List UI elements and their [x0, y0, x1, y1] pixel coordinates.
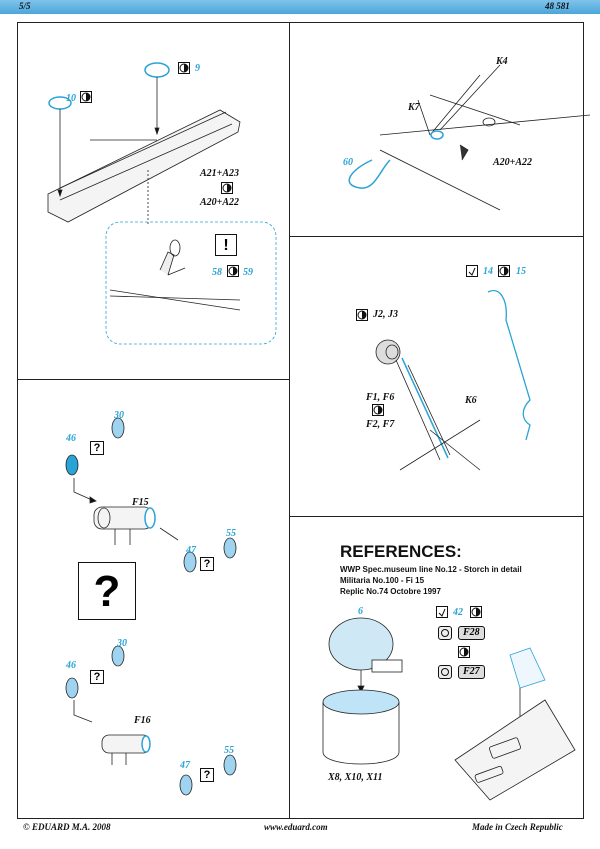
part-label-a20: A20+A22 — [200, 197, 240, 208]
yin-yang-icon — [221, 182, 233, 194]
part-label-f16: F16 — [134, 715, 151, 726]
instruction-frame — [17, 22, 584, 819]
landing-gear-drawing — [375, 290, 531, 471]
part-label-f28: F28 — [458, 626, 485, 640]
page-number: 5/5 — [19, 1, 31, 11]
references-title: REFERENCES: — [340, 542, 462, 561]
part-number-6: 6 — [358, 606, 363, 617]
gear-top-drawing — [348, 64, 591, 211]
part-label-f1-f6: F1, F6 — [366, 392, 395, 403]
optional-parts-icon: ? — [78, 562, 136, 620]
part-label-a20-gear: A20+A22 — [493, 157, 533, 168]
part-number-58: 58 — [212, 267, 222, 278]
part-label-f15: F15 — [132, 497, 149, 508]
part-number-55-f16: 55 — [224, 745, 234, 756]
reference-line: Militaria No.100 - Fi 15 — [340, 576, 425, 585]
part-label-f27: F27 — [458, 665, 485, 679]
resin-part-icon — [438, 665, 452, 679]
reference-line: WWP Spec.museum line No.12 - Storch in d… — [340, 565, 522, 574]
part-number-60: 60 — [343, 157, 353, 168]
part-label-f2-f7: F2, F7 — [366, 419, 395, 430]
yin-yang-icon — [470, 606, 482, 618]
yin-yang-icon — [227, 265, 239, 277]
f16-drawing — [65, 645, 237, 796]
optional-part-icon: ? — [90, 441, 104, 455]
top-color-bar — [0, 0, 600, 14]
yin-yang-icon — [80, 91, 92, 103]
warning-icon: ! — [215, 234, 237, 256]
part-number-30-f16: 30 — [117, 638, 127, 649]
resin-part-icon — [438, 626, 452, 640]
yin-yang-icon — [356, 309, 368, 321]
part-label-a21: A21+A23 — [200, 168, 240, 179]
part-number-15: 15 — [516, 266, 526, 277]
right-divider-1 — [289, 236, 584, 237]
part-number-47-f16: 47 — [180, 760, 190, 771]
bend-icon — [466, 265, 478, 277]
part-label-x8: X8, X10, X11 — [328, 772, 383, 783]
yin-yang-icon — [372, 404, 384, 416]
right-divider-2 — [289, 516, 584, 517]
yin-yang-icon — [178, 62, 190, 74]
yin-yang-icon — [458, 646, 470, 658]
part-number-9: 9 — [195, 63, 200, 74]
part-number-59: 59 — [243, 267, 253, 278]
part-number-47: 47 — [186, 545, 196, 556]
part-number-46: 46 — [66, 433, 76, 444]
part-number-46-f16: 46 — [66, 660, 76, 671]
paint-can-drawing — [322, 617, 403, 765]
optional-part-icon: ? — [200, 557, 214, 571]
optional-part-icon: ? — [90, 670, 104, 684]
part-label-j2-j3: J2, J3 — [373, 309, 398, 320]
footer-copyright: © EDUARD M.A. 2008 — [23, 822, 111, 832]
yin-yang-icon — [498, 265, 510, 277]
part-number-14: 14 — [483, 266, 493, 277]
part-number-30: 30 — [114, 410, 124, 421]
kit-number: 48 581 — [545, 1, 570, 11]
seat-drawing — [454, 647, 576, 801]
column-divider — [289, 22, 290, 819]
left-divider — [17, 379, 289, 380]
f15-drawing — [65, 417, 237, 573]
bend-icon — [436, 606, 448, 618]
wing-drawing — [47, 62, 277, 345]
part-label-k6: K6 — [465, 395, 477, 406]
part-number-10: 10 — [66, 93, 76, 104]
part-number-55: 55 — [226, 528, 236, 539]
part-label-k7: K7 — [408, 102, 420, 113]
part-number-42: 42 — [453, 607, 463, 618]
reference-line: Replic No.74 Octobre 1997 — [340, 587, 441, 596]
optional-part-icon: ? — [200, 768, 214, 782]
part-label-k4: K4 — [496, 56, 508, 67]
footer-made-in: Made in Czech Republic — [472, 822, 563, 832]
footer-url[interactable]: www.eduard.com — [264, 822, 328, 832]
